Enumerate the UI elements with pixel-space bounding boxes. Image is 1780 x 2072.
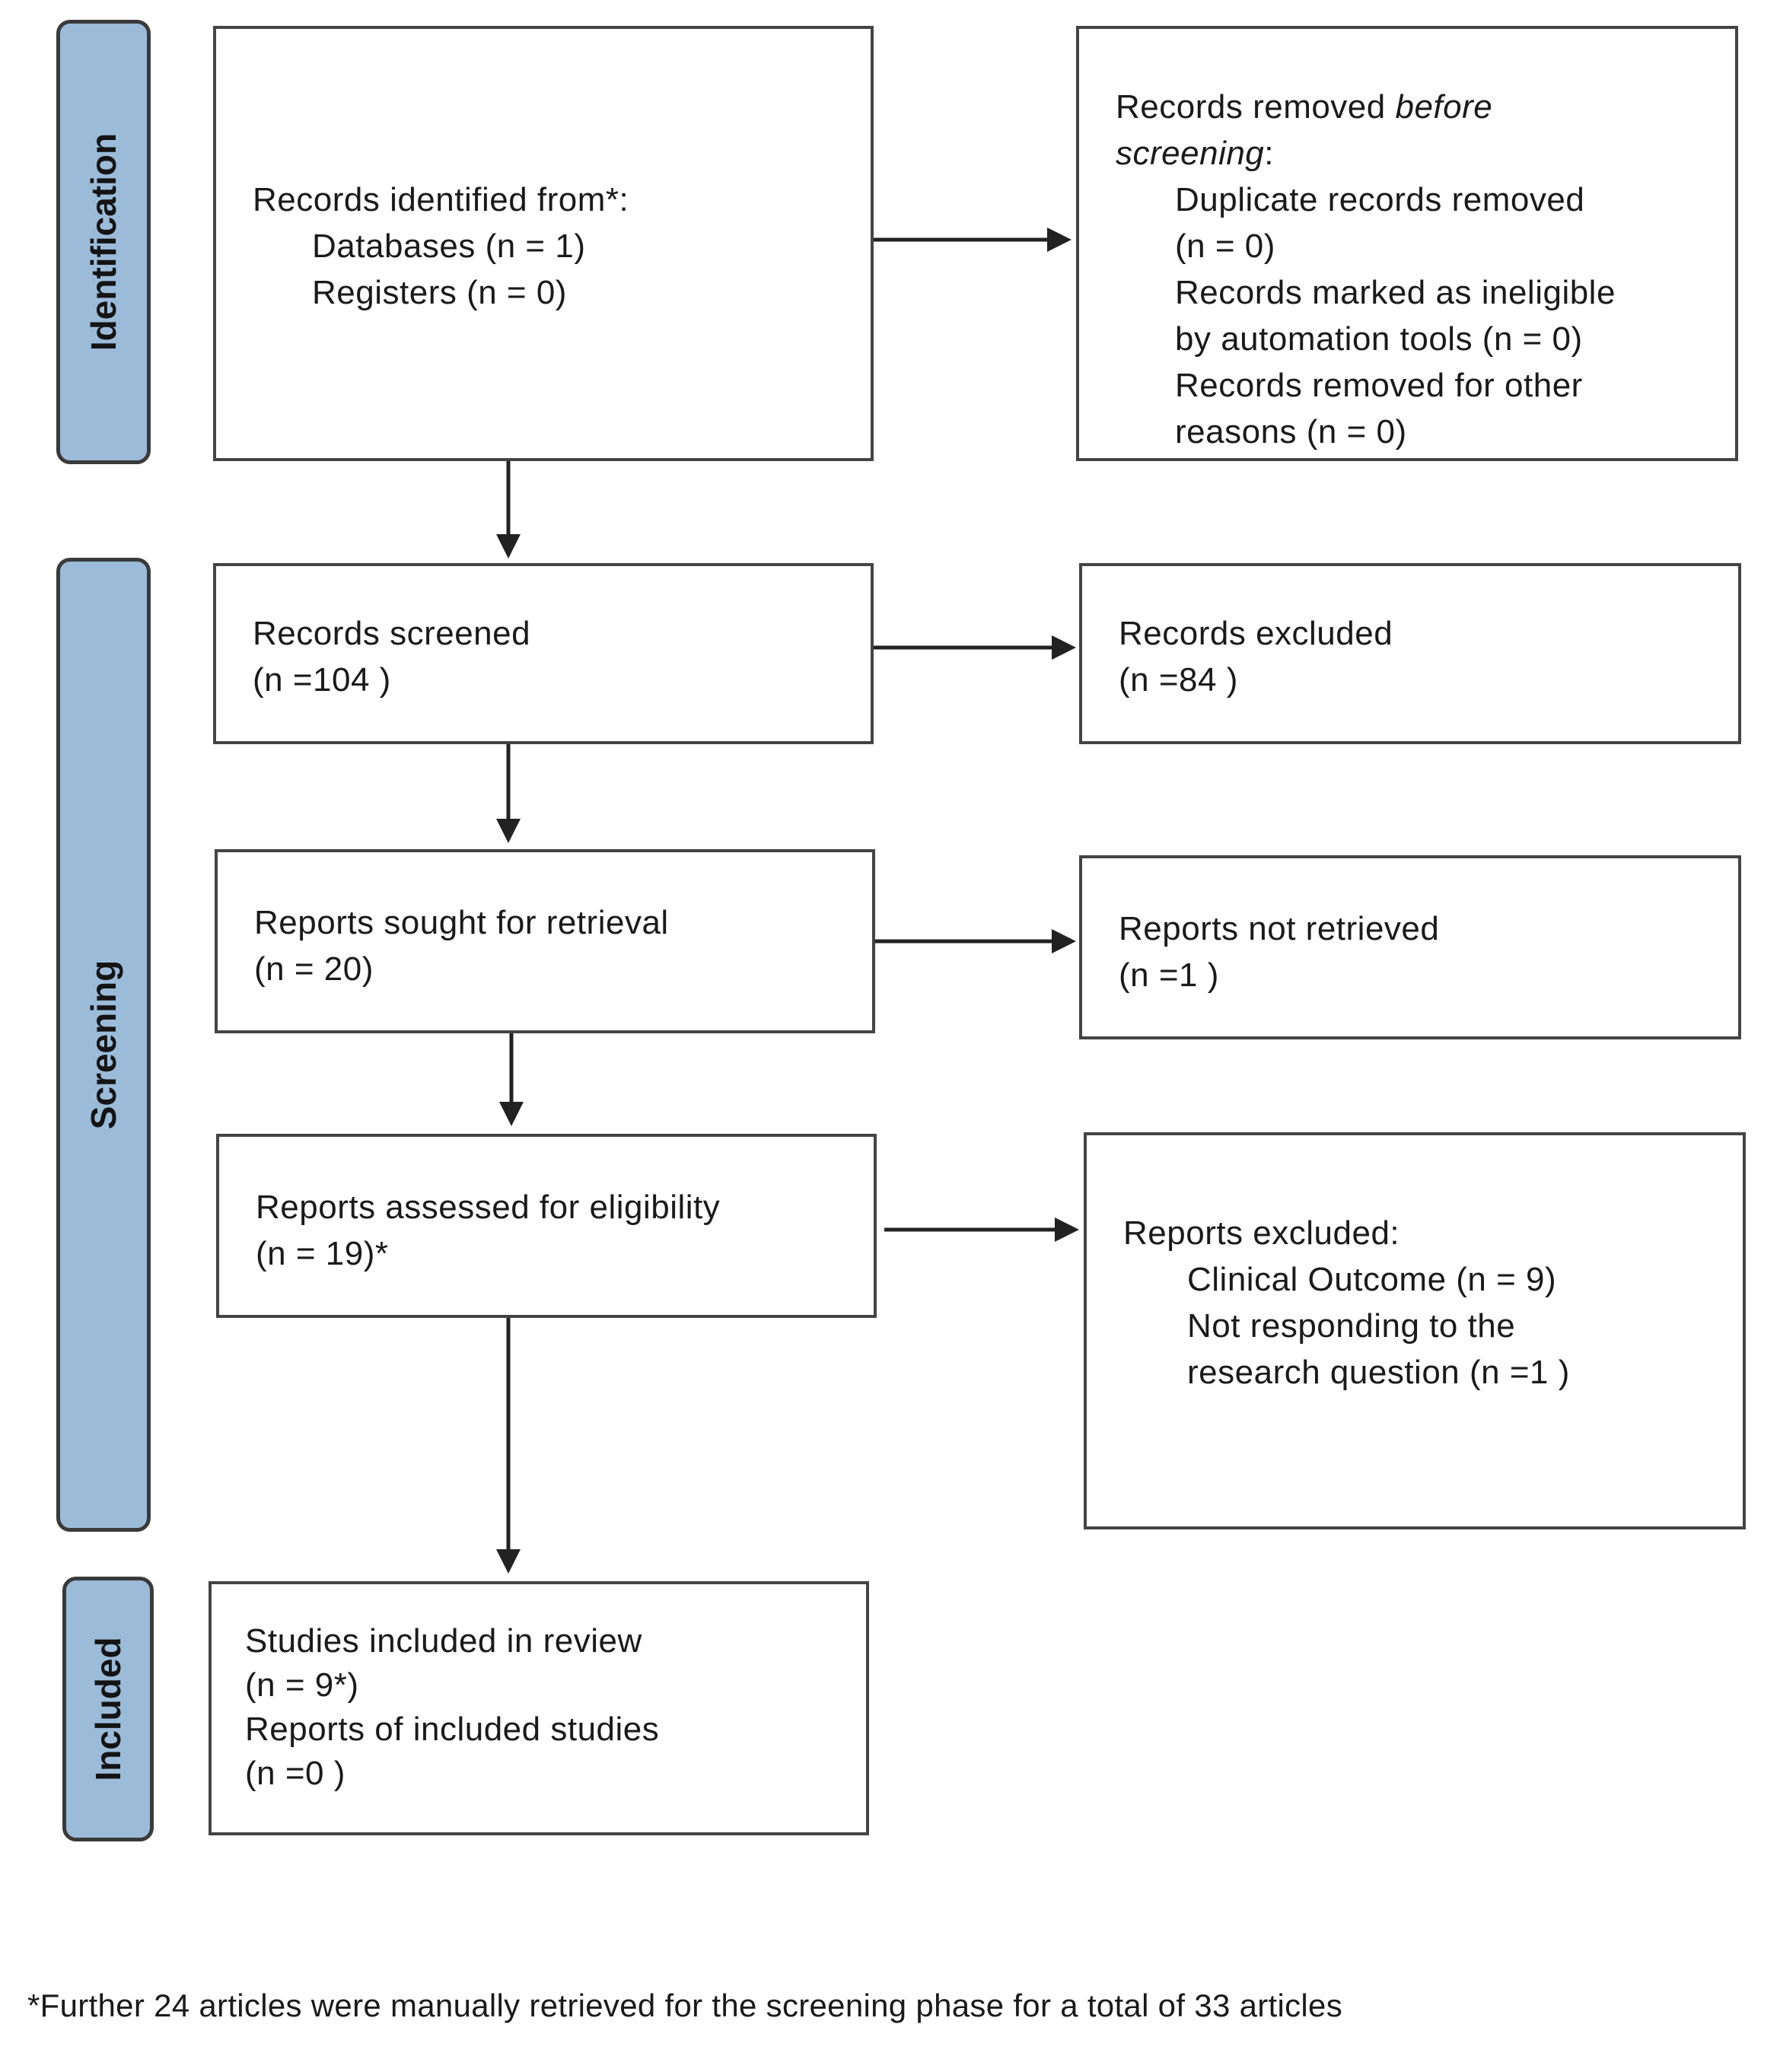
removed-ineligible-2: by automation tools (n = 0) [1175, 320, 1583, 358]
excluded-label: Records excluded [1119, 615, 1393, 652]
removed-duplicate-1: Duplicate records removed [1175, 181, 1585, 218]
reports-excluded-heading: Reports excluded: [1123, 1214, 1400, 1252]
sought-label: Reports sought for retrieval [254, 904, 669, 941]
not-retrieved-count: (n =1 ) [1119, 956, 1219, 994]
removed-duplicate-2: (n = 0) [1175, 228, 1275, 265]
phase-screening: Screening [56, 558, 151, 1532]
reports-excluded-reason-1: Clinical Outcome (n = 9) [1187, 1261, 1557, 1298]
assessed-count: (n = 19)* [256, 1235, 389, 1272]
included-reports-count: (n =0 ) [245, 1755, 345, 1792]
included-studies-label: Studies included in review [245, 1622, 642, 1660]
records-excluded-box: Records excluded (n =84 ) [1079, 563, 1741, 744]
records-identified-box: Records identified from*: Databases (n =… [213, 26, 874, 461]
reports-excluded-reason-2a: Not responding to the [1187, 1307, 1516, 1345]
screened-label: Records screened [253, 615, 531, 652]
removed-other-2: reasons (n = 0) [1175, 413, 1407, 450]
reports-excluded-box: Reports excluded: Clinical Outcome (n = … [1084, 1132, 1746, 1529]
included-reports-label: Reports of included studies [245, 1711, 660, 1748]
sought-count: (n = 20) [254, 950, 374, 988]
phase-included: Included [62, 1577, 154, 1841]
reports-excluded-reason-2b: research question (n =1 ) [1187, 1354, 1570, 1391]
removed-heading: Records removed before [1116, 88, 1493, 126]
included-studies-count: (n = 9*) [245, 1666, 359, 1704]
screened-count: (n =104 ) [253, 661, 391, 699]
identified-heading: Records identified from*: [253, 181, 629, 218]
excluded-count: (n =84 ) [1119, 661, 1238, 699]
records-screened-box: Records screened (n =104 ) [213, 563, 874, 744]
removed-heading-cont: screening: [1116, 135, 1275, 172]
removed-other-1: Records removed for other [1175, 367, 1583, 404]
removed-ineligible-1: Records marked as ineligible [1175, 274, 1616, 311]
phase-identification: Identification [56, 20, 151, 464]
reports-sought-box: Reports sought for retrieval (n = 20) [215, 849, 875, 1033]
not-retrieved-label: Reports not retrieved [1119, 910, 1440, 947]
studies-included-box: Studies included in review (n = 9*) Repo… [209, 1581, 869, 1835]
records-removed-box: Records removed before screening: Duplic… [1076, 26, 1738, 461]
assessed-label: Reports assessed for eligibility [256, 1189, 721, 1226]
reports-assessed-box: Reports assessed for eligibility (n = 19… [216, 1134, 877, 1318]
identified-databases: Databases (n = 1) [312, 228, 586, 265]
identified-registers: Registers (n = 0) [312, 274, 567, 311]
reports-not-retrieved-box: Reports not retrieved (n =1 ) [1079, 855, 1741, 1039]
footnote: *Further 24 articles were manually retri… [27, 1988, 1343, 2023]
